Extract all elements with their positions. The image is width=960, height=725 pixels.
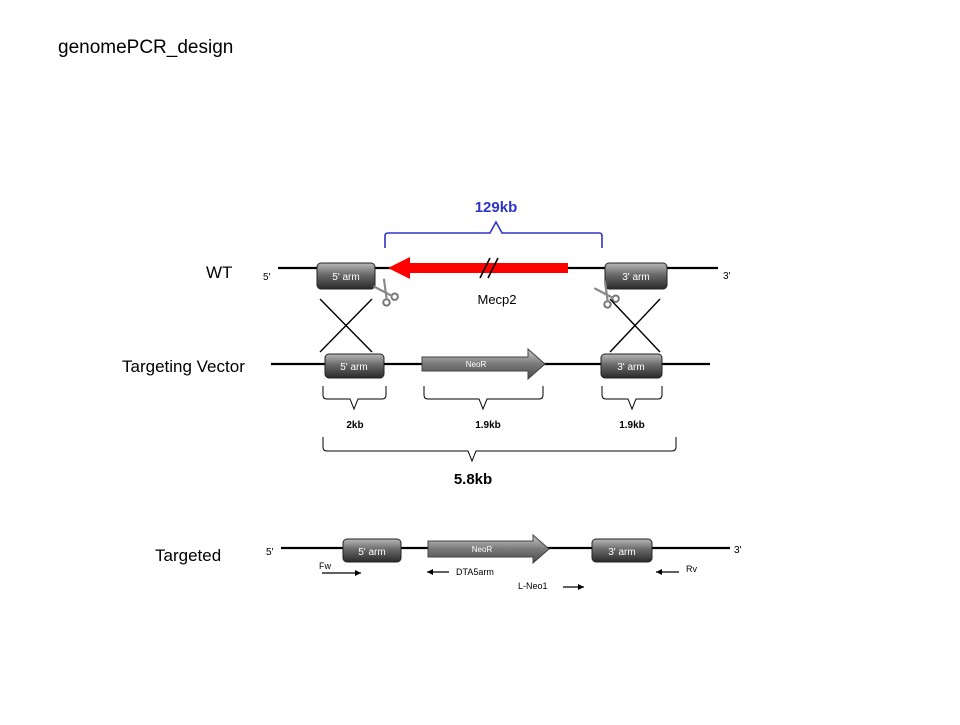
- total-size-brace: [322, 437, 677, 463]
- targeted-3prime-label: 3': [734, 545, 742, 556]
- wt-5prime-label: 5': [263, 272, 271, 283]
- mecp2-gene-arrow: [388, 257, 568, 279]
- size-brace-neo: [423, 386, 544, 411]
- mecp2-gene-label: Mecp2: [477, 292, 516, 307]
- targeted-row-label: Targeted: [155, 546, 221, 565]
- primer-fw-arrowhead: [355, 570, 361, 576]
- total-size-label: 5.8kb: [454, 471, 492, 488]
- wt-3arm-box: [604, 262, 668, 290]
- primer-rv-label: Rv: [686, 564, 697, 574]
- wt-3prime-label: 3': [723, 271, 731, 282]
- targeted-3arm-box: [591, 538, 653, 563]
- vector-row-label: Targeting Vector: [122, 357, 245, 376]
- targeted-3arm-label: 3' arm: [608, 547, 635, 558]
- primer-fw-label: Fw: [319, 561, 331, 571]
- wt-5arm-label: 5' arm: [332, 272, 359, 283]
- crossover-line: [609, 298, 661, 353]
- wt-5arm-box: [316, 262, 376, 290]
- crossover-line: [319, 298, 373, 353]
- primer-rv-arrowhead: [656, 569, 662, 575]
- size-label-3arm: 1.9kb: [619, 420, 645, 431]
- targeted-neo-label: NeoR: [472, 545, 493, 554]
- span-bracket-129kb: [384, 220, 603, 248]
- wt-3arm-label: 3' arm: [622, 272, 649, 283]
- size-label-neo: 1.9kb: [475, 420, 501, 431]
- targeted-5prime-label: 5': [266, 547, 274, 558]
- span-label-129kb: 129kb: [475, 199, 518, 216]
- vector-neo-arrow: [421, 347, 546, 381]
- size-brace-2kb: [322, 386, 387, 411]
- size-brace-3arm: [601, 386, 663, 411]
- vector-neo-label: NeoR: [466, 360, 487, 369]
- slide-title: genomePCR_design: [58, 37, 233, 58]
- vector-3arm-label: 3' arm: [617, 362, 644, 373]
- vector-5arm-label: 5' arm: [340, 362, 367, 373]
- break-mark-1: [479, 257, 491, 279]
- targeted-neo-arrow: [427, 533, 550, 565]
- vector-5arm-box: [324, 353, 385, 379]
- break-mark-2: [487, 257, 499, 279]
- targeted-5arm-box: [342, 538, 402, 563]
- primer-dta5arm-arrowhead: [427, 569, 433, 575]
- primer-lneo1-label: L-Neo1: [518, 581, 548, 591]
- primer-lneo1-arrowhead: [578, 584, 584, 590]
- wt-row-label: WT: [206, 263, 232, 282]
- targeted-5arm-label: 5' arm: [358, 547, 385, 558]
- size-label-5arm: 2kb: [346, 420, 363, 431]
- primer-dta5arm-label: DTA5arm: [456, 567, 494, 577]
- scissors-icon: [371, 277, 401, 308]
- vector-3arm-box: [600, 353, 663, 379]
